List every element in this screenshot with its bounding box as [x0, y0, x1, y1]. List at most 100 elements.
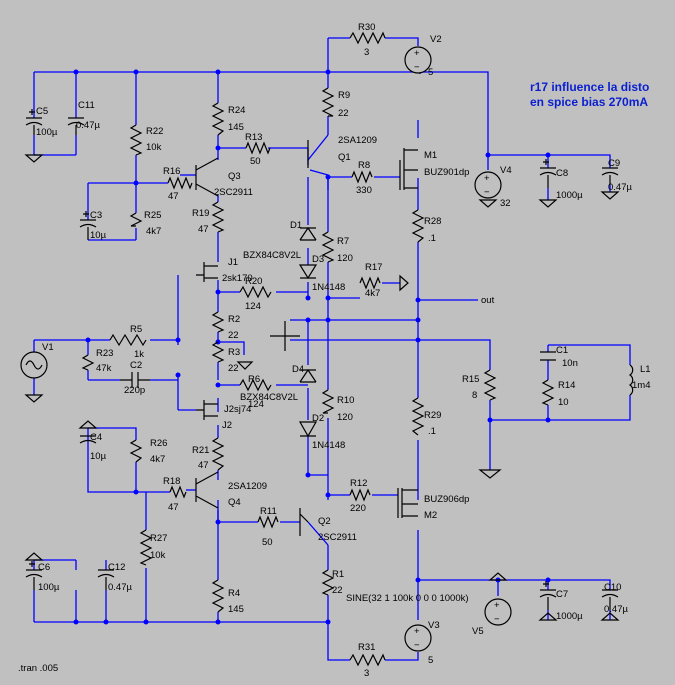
capacitor-c12-symbol	[97, 569, 115, 590]
component-labels: R30 3 V2 5 R9 22 R24 145 R22 10k C5 100µ…	[18, 22, 651, 679]
ground-symbol	[24, 154, 44, 163]
label-r18-name: R18	[163, 476, 180, 487]
label-c10-name: C10	[604, 582, 621, 593]
label-v3-name: V3	[428, 620, 440, 631]
label-r9-value: 22	[338, 108, 349, 119]
voltage-source-v3-symbol: +−	[404, 624, 432, 652]
label-c12-name: C12	[108, 562, 125, 573]
capacitor-c9-symbol	[601, 167, 619, 185]
label-r4-value: 145	[228, 604, 244, 615]
spice-directive: .tran .005	[18, 663, 58, 674]
label-r20-name: R20	[245, 276, 262, 287]
label-r10-value: 120	[337, 412, 353, 423]
ground-symbol	[24, 552, 44, 561]
diode-d2-symbol	[298, 421, 318, 438]
label-l1-name: L1	[640, 364, 651, 375]
label-r24-value: 145	[228, 122, 244, 133]
svg-text:−: −	[494, 614, 500, 625]
capacitor-c7-symbol	[539, 581, 557, 610]
label-r18-value: 47	[168, 502, 179, 513]
label-r27-value: 10k	[150, 550, 166, 561]
label-r13-value: 50	[250, 156, 261, 167]
label-q4-value: 2SA1209	[228, 481, 267, 492]
annotation-line-1: r17 influence la disto	[530, 80, 649, 94]
label-c9-value: 0.47µ	[608, 182, 632, 193]
mosfet-m1-symbol	[399, 148, 418, 190]
label-r16-value: 47	[168, 191, 179, 202]
ground-symbol	[24, 394, 44, 403]
label-c6-name: C6	[38, 562, 50, 573]
resistor-r23-symbol	[81, 354, 95, 371]
label-c12-value: 0.47µ	[108, 582, 132, 593]
label-v4-name: V4	[500, 165, 512, 176]
label-r21-name: R21	[192, 445, 209, 456]
label-r19-name: R19	[192, 208, 209, 219]
label-r15-name: R15	[462, 374, 479, 385]
label-r7-name: R7	[337, 236, 349, 247]
label-c2-value: 220p	[124, 385, 145, 396]
label-source-spec: SINE(32 1 100k 0 0 0 1000k)	[346, 593, 469, 604]
ground-symbol	[538, 199, 558, 208]
label-r26-name: R26	[150, 438, 167, 449]
label-r3-name: R3	[228, 347, 240, 358]
label-d1-value: BZX84C8V2L	[243, 250, 301, 261]
label-m2-name: M2	[424, 510, 437, 521]
label-d2-name: D2	[312, 413, 324, 424]
voltage-source-v4-symbol: +−	[474, 171, 502, 199]
label-r30-value: 3	[364, 47, 369, 58]
inductor-l1-symbol	[628, 364, 634, 396]
label-r9-name: R9	[338, 90, 350, 101]
label-r27-name: R27	[150, 533, 167, 544]
ground-symbol	[600, 191, 620, 200]
label-c8-name: C8	[556, 168, 568, 179]
label-c3-name: C3	[90, 210, 102, 221]
resistor-r31-symbol	[349, 653, 386, 667]
diode-d3-symbol	[298, 264, 318, 280]
label-r1-value: 22	[332, 585, 343, 596]
label-c5-name: C5	[36, 106, 48, 117]
label-j1-value: 2sk170	[222, 273, 253, 284]
resistor-r27-symbol	[139, 529, 153, 566]
label-r8-name: R8	[358, 160, 370, 171]
resistor-r2-symbol	[211, 311, 225, 333]
annotation-line-2: en spice bias 270mA	[530, 95, 648, 109]
label-r31-value: 3	[364, 668, 369, 679]
label-out: out	[481, 295, 495, 306]
label-c8-value: 1000µ	[556, 190, 583, 201]
resistor-r26-symbol	[129, 439, 143, 463]
label-r28-value: .1	[428, 233, 436, 244]
label-r8-value: 330	[356, 185, 372, 196]
label-r2-name: R2	[228, 314, 240, 325]
label-r16-name: R16	[163, 166, 180, 177]
svg-text:−: −	[414, 640, 420, 651]
svg-text:+: +	[414, 626, 420, 637]
ground-symbol	[78, 420, 98, 429]
label-r7-value: 120	[337, 253, 353, 264]
diode-d1-symbol	[299, 226, 317, 241]
label-v2-value: 5	[428, 67, 433, 78]
capacitor-c1-symbol	[540, 351, 556, 361]
label-r25-value: 4k7	[146, 226, 161, 237]
label-d4-value: BZX84C8V2L	[240, 392, 298, 403]
label-m1-name: M1	[424, 150, 437, 161]
resistor-r3-symbol	[211, 341, 225, 363]
label-r28-name: R28	[424, 216, 441, 227]
label-q4-name: Q4	[228, 497, 241, 508]
label-c1-name: C1	[556, 345, 568, 356]
label-r12-value: 220	[350, 503, 366, 514]
capacitor-c4-symbol	[79, 435, 97, 444]
label-r6-name: R6	[248, 374, 260, 385]
label-d4-name: D4	[292, 364, 304, 375]
resistor-r29-symbol	[411, 397, 425, 436]
label-c3-value: 10µ	[90, 230, 107, 241]
svg-text:+: +	[494, 600, 500, 611]
label-r30-name: R30	[358, 22, 375, 33]
label-r29-name: R29	[424, 410, 441, 421]
capacitor-c5-symbol	[25, 109, 43, 135]
label-r23-name: R23	[96, 348, 113, 359]
resistor-r25-symbol	[129, 212, 143, 227]
label-r4-name: R4	[228, 588, 240, 599]
label-c11-name: C11	[78, 100, 95, 111]
svg-text:−: −	[484, 187, 490, 198]
